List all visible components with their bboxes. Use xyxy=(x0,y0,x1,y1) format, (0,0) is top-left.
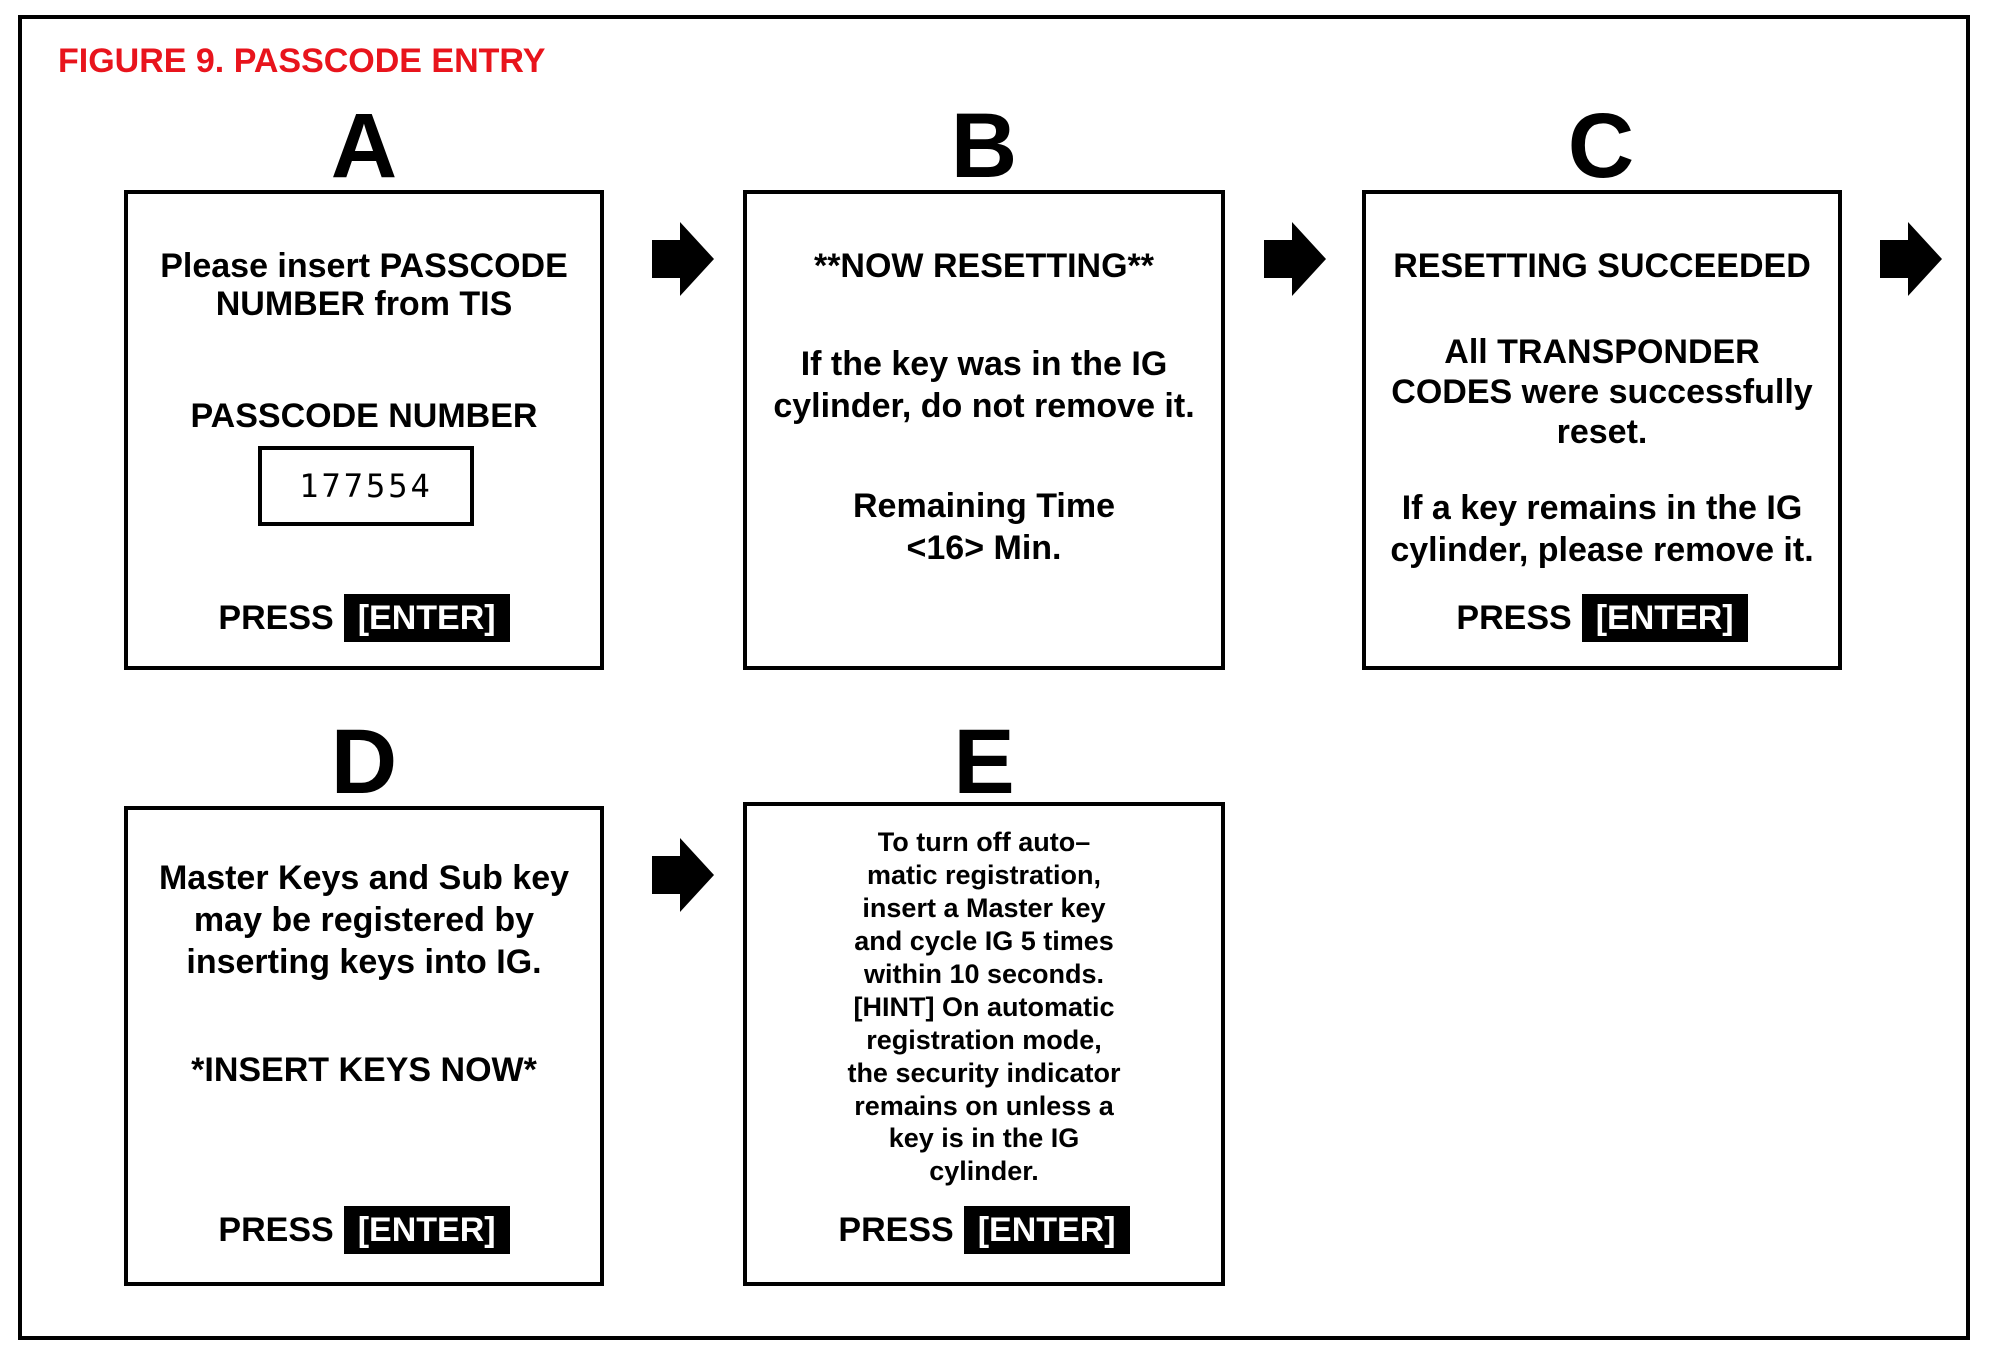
panel-e-press-row: PRESS [ENTER] xyxy=(747,1206,1221,1254)
panel-d-press-row: PRESS [ENTER] xyxy=(128,1206,600,1254)
panel-d-line3: inserting keys into IG. xyxy=(186,943,542,981)
press-label: PRESS xyxy=(218,598,334,637)
panel-e-line: To turn off auto– xyxy=(877,827,1091,857)
remaining-time-label: Remaining Time xyxy=(853,487,1115,525)
panel-a-line2: NUMBER from TIS xyxy=(215,285,513,323)
panel-c-line3: CODES were successfully xyxy=(1391,373,1813,411)
enter-button[interactable]: [ENTER] xyxy=(343,594,510,642)
arrow-right-icon xyxy=(652,838,714,912)
panel-e-line: insert a Master key xyxy=(862,892,1106,923)
press-label: PRESS xyxy=(838,1210,954,1249)
panel-c-press-row: PRESS [ENTER] xyxy=(1366,594,1838,642)
panel-c-line1: RESETTING SUCCEEDED xyxy=(1393,247,1811,285)
panel-e-line: cylinder. xyxy=(929,1156,1039,1187)
panel-e: To turn off auto– matic registration, in… xyxy=(743,802,1225,1286)
panel-c-line2: All TRANSPONDER xyxy=(1444,333,1760,371)
panel-c: RESETTING SUCCEEDED All TRANSPONDER CODE… xyxy=(1362,190,1842,670)
panel-e-line: remains on unless a xyxy=(854,1090,1114,1121)
figure-frame xyxy=(18,15,1970,1340)
enter-button[interactable]: [ENTER] xyxy=(1581,594,1748,642)
panel-e-line: and cycle IG 5 times xyxy=(854,925,1114,956)
panel-d-line1: Master Keys and Sub key xyxy=(158,859,570,897)
passcode-value: 177554 xyxy=(299,467,433,505)
panel-a-letter: A xyxy=(330,95,398,197)
panel-c-letter: C xyxy=(1567,95,1635,197)
panel-e-line: the security indicator xyxy=(847,1057,1121,1088)
enter-button[interactable]: [ENTER] xyxy=(963,1206,1130,1254)
panel-c-line6: cylinder, please remove it. xyxy=(1390,531,1814,569)
panel-e-line: within 10 seconds. xyxy=(863,958,1105,989)
panel-d-line2: may be registered by xyxy=(193,901,535,939)
press-label: PRESS xyxy=(218,1210,334,1249)
remaining-time-value: <16> Min. xyxy=(906,529,1062,567)
panel-e-line: matic registration, xyxy=(866,859,1102,890)
arrow-right-icon xyxy=(652,222,714,296)
panel-d-letter: D xyxy=(330,711,398,813)
panel-a: Please insert PASSCODE NUMBER from TIS P… xyxy=(124,190,604,670)
panel-a-line1: Please insert PASSCODE xyxy=(160,247,568,285)
panel-b-line2: If the key was in the IG xyxy=(800,345,1168,383)
panel-e-letter: E xyxy=(953,711,1015,813)
panel-b-letter: B xyxy=(950,95,1018,197)
panel-e-line: [HINT] On automatic xyxy=(853,991,1115,1022)
panel-e-line: registration mode, xyxy=(866,1024,1102,1055)
panel-b: **NOW RESETTING** If the key was in the … xyxy=(743,190,1225,670)
arrow-right-icon xyxy=(1880,222,1942,296)
insert-keys-now: *INSERT KEYS NOW* xyxy=(191,1051,537,1089)
panel-d: Master Keys and Sub key may be registere… xyxy=(124,806,604,1286)
passcode-field[interactable]: 177554 xyxy=(258,446,474,526)
press-label: PRESS xyxy=(1456,598,1572,637)
panel-b-line1: **NOW RESETTING** xyxy=(813,247,1155,285)
panel-c-line4: reset. xyxy=(1556,413,1648,451)
enter-button[interactable]: [ENTER] xyxy=(343,1206,510,1254)
panel-a-press-row: PRESS [ENTER] xyxy=(128,594,600,642)
panel-c-line5: If a key remains in the IG xyxy=(1401,489,1803,527)
panel-b-line3: cylinder, do not remove it. xyxy=(773,387,1195,425)
figure-title: FIGURE 9. PASSCODE ENTRY xyxy=(58,42,546,80)
passcode-label: PASSCODE NUMBER xyxy=(190,397,538,435)
panel-e-line: key is in the IG xyxy=(888,1123,1080,1154)
arrow-right-icon xyxy=(1264,222,1326,296)
panel-e-text: To turn off auto– matic registration, in… xyxy=(747,826,1221,1188)
